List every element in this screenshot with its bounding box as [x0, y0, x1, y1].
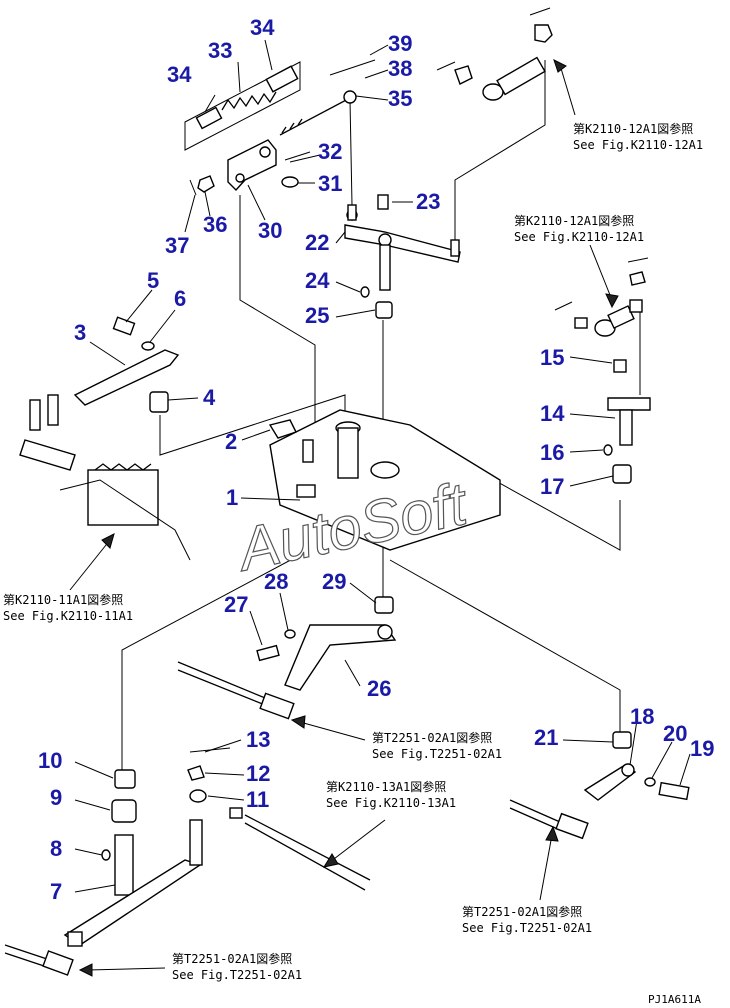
- callout-39[interactable]: 39: [388, 31, 412, 56]
- main-plate: [268, 409, 501, 551]
- callout-20[interactable]: 20: [663, 721, 687, 746]
- left-spring-assembly: [19, 394, 191, 561]
- arm-22: [344, 194, 461, 319]
- callout-17[interactable]: 17: [540, 474, 564, 499]
- callout-2[interactable]: 2: [225, 429, 237, 454]
- callout-25[interactable]: 25: [305, 303, 329, 328]
- callout-1[interactable]: 1: [226, 485, 238, 510]
- callout-numbers: 34 33 34 39 38 35 32 31 23 36 30 37 22 2…: [38, 15, 714, 904]
- callout-31[interactable]: 31: [318, 171, 342, 196]
- callout-9[interactable]: 9: [50, 785, 62, 810]
- callout-34-left[interactable]: 34: [167, 62, 192, 87]
- callout-13[interactable]: 13: [246, 727, 270, 752]
- ref-k2110-12a1-top-en: See Fig.K2110-12A1: [573, 138, 703, 152]
- callout-32[interactable]: 32: [318, 139, 342, 164]
- callout-5[interactable]: 5: [147, 268, 159, 293]
- callout-27[interactable]: 27: [224, 592, 248, 617]
- callout-38[interactable]: 38: [388, 56, 412, 81]
- ref-k2110-12a1-mid-jp: 第K2110-12A1図参照: [514, 213, 634, 228]
- ref-t2251-02a1-right-en: See Fig.T2251-02A1: [462, 921, 592, 935]
- rod-35: [279, 59, 376, 136]
- callout-leaders: [74, 39, 691, 893]
- callout-10[interactable]: 10: [38, 748, 62, 773]
- callout-21[interactable]: 21: [534, 725, 558, 750]
- ref-t2251-02a1-right-jp: 第T2251-02A1図参照: [462, 904, 582, 919]
- callout-8[interactable]: 8: [50, 836, 62, 861]
- callout-6[interactable]: 6: [174, 286, 186, 311]
- ref-t2251-02a1-mid-en: See Fig.T2251-02A1: [372, 747, 502, 761]
- ref-k2110-13a1-jp: 第K2110-13A1図参照: [326, 779, 446, 794]
- callout-19[interactable]: 19: [690, 736, 714, 761]
- top-right-link: [436, 7, 553, 101]
- reference-notes: 第K2110-12A1図参照 See Fig.K2110-12A1 第K2110…: [3, 121, 703, 982]
- ref-k2110-11a1-en: See Fig.K2110-11A1: [3, 609, 133, 623]
- callout-23[interactable]: 23: [416, 189, 440, 214]
- callout-29[interactable]: 29: [322, 569, 346, 594]
- callout-3[interactable]: 3: [74, 320, 86, 345]
- callout-30[interactable]: 30: [258, 218, 282, 243]
- mid-cable: [177, 661, 295, 720]
- spring-assembly: [195, 65, 299, 130]
- callout-26[interactable]: 26: [367, 676, 391, 701]
- lower-left-assembly: [4, 747, 371, 976]
- callout-24[interactable]: 24: [305, 268, 330, 293]
- ref-k2110-11a1-jp: 第K2110-11A1図参照: [3, 592, 123, 607]
- ref-k2110-12a1-mid-en: See Fig.K2110-12A1: [514, 230, 644, 244]
- callout-14[interactable]: 14: [540, 401, 565, 426]
- callout-36[interactable]: 36: [203, 212, 227, 237]
- ref-k2110-13a1-en: See Fig.K2110-13A1: [326, 796, 456, 810]
- callout-34-right[interactable]: 34: [250, 15, 275, 40]
- ref-k2110-12a1-top-jp: 第K2110-12A1図参照: [573, 121, 693, 136]
- right-shaft-14: [554, 257, 651, 484]
- callout-12[interactable]: 12: [246, 761, 270, 786]
- callout-11[interactable]: 11: [246, 787, 269, 812]
- ref-t2251-02a1-bottom-en: See Fig.T2251-02A1: [172, 968, 302, 982]
- callout-28[interactable]: 28: [264, 569, 288, 594]
- callout-37[interactable]: 37: [165, 233, 189, 258]
- callout-35[interactable]: 35: [388, 86, 412, 111]
- callout-16[interactable]: 16: [540, 440, 564, 465]
- bracket-30: [189, 139, 311, 196]
- callout-22[interactable]: 22: [305, 230, 329, 255]
- arm-26: [256, 596, 397, 691]
- callout-18[interactable]: 18: [630, 704, 654, 729]
- callout-7[interactable]: 7: [50, 879, 62, 904]
- drawing-code: PJ1A611A: [648, 993, 701, 1006]
- ref-t2251-02a1-mid-jp: 第T2251-02A1図参照: [372, 730, 492, 745]
- ref-t2251-02a1-bottom-jp: 第T2251-02A1図参照: [172, 951, 292, 966]
- reference-arrows: [69, 59, 619, 977]
- callout-15[interactable]: 15: [540, 345, 564, 370]
- callout-4[interactable]: 4: [203, 385, 216, 410]
- callout-33[interactable]: 33: [208, 38, 232, 63]
- right-lever-18: [509, 731, 690, 840]
- arm-3: [73, 316, 180, 413]
